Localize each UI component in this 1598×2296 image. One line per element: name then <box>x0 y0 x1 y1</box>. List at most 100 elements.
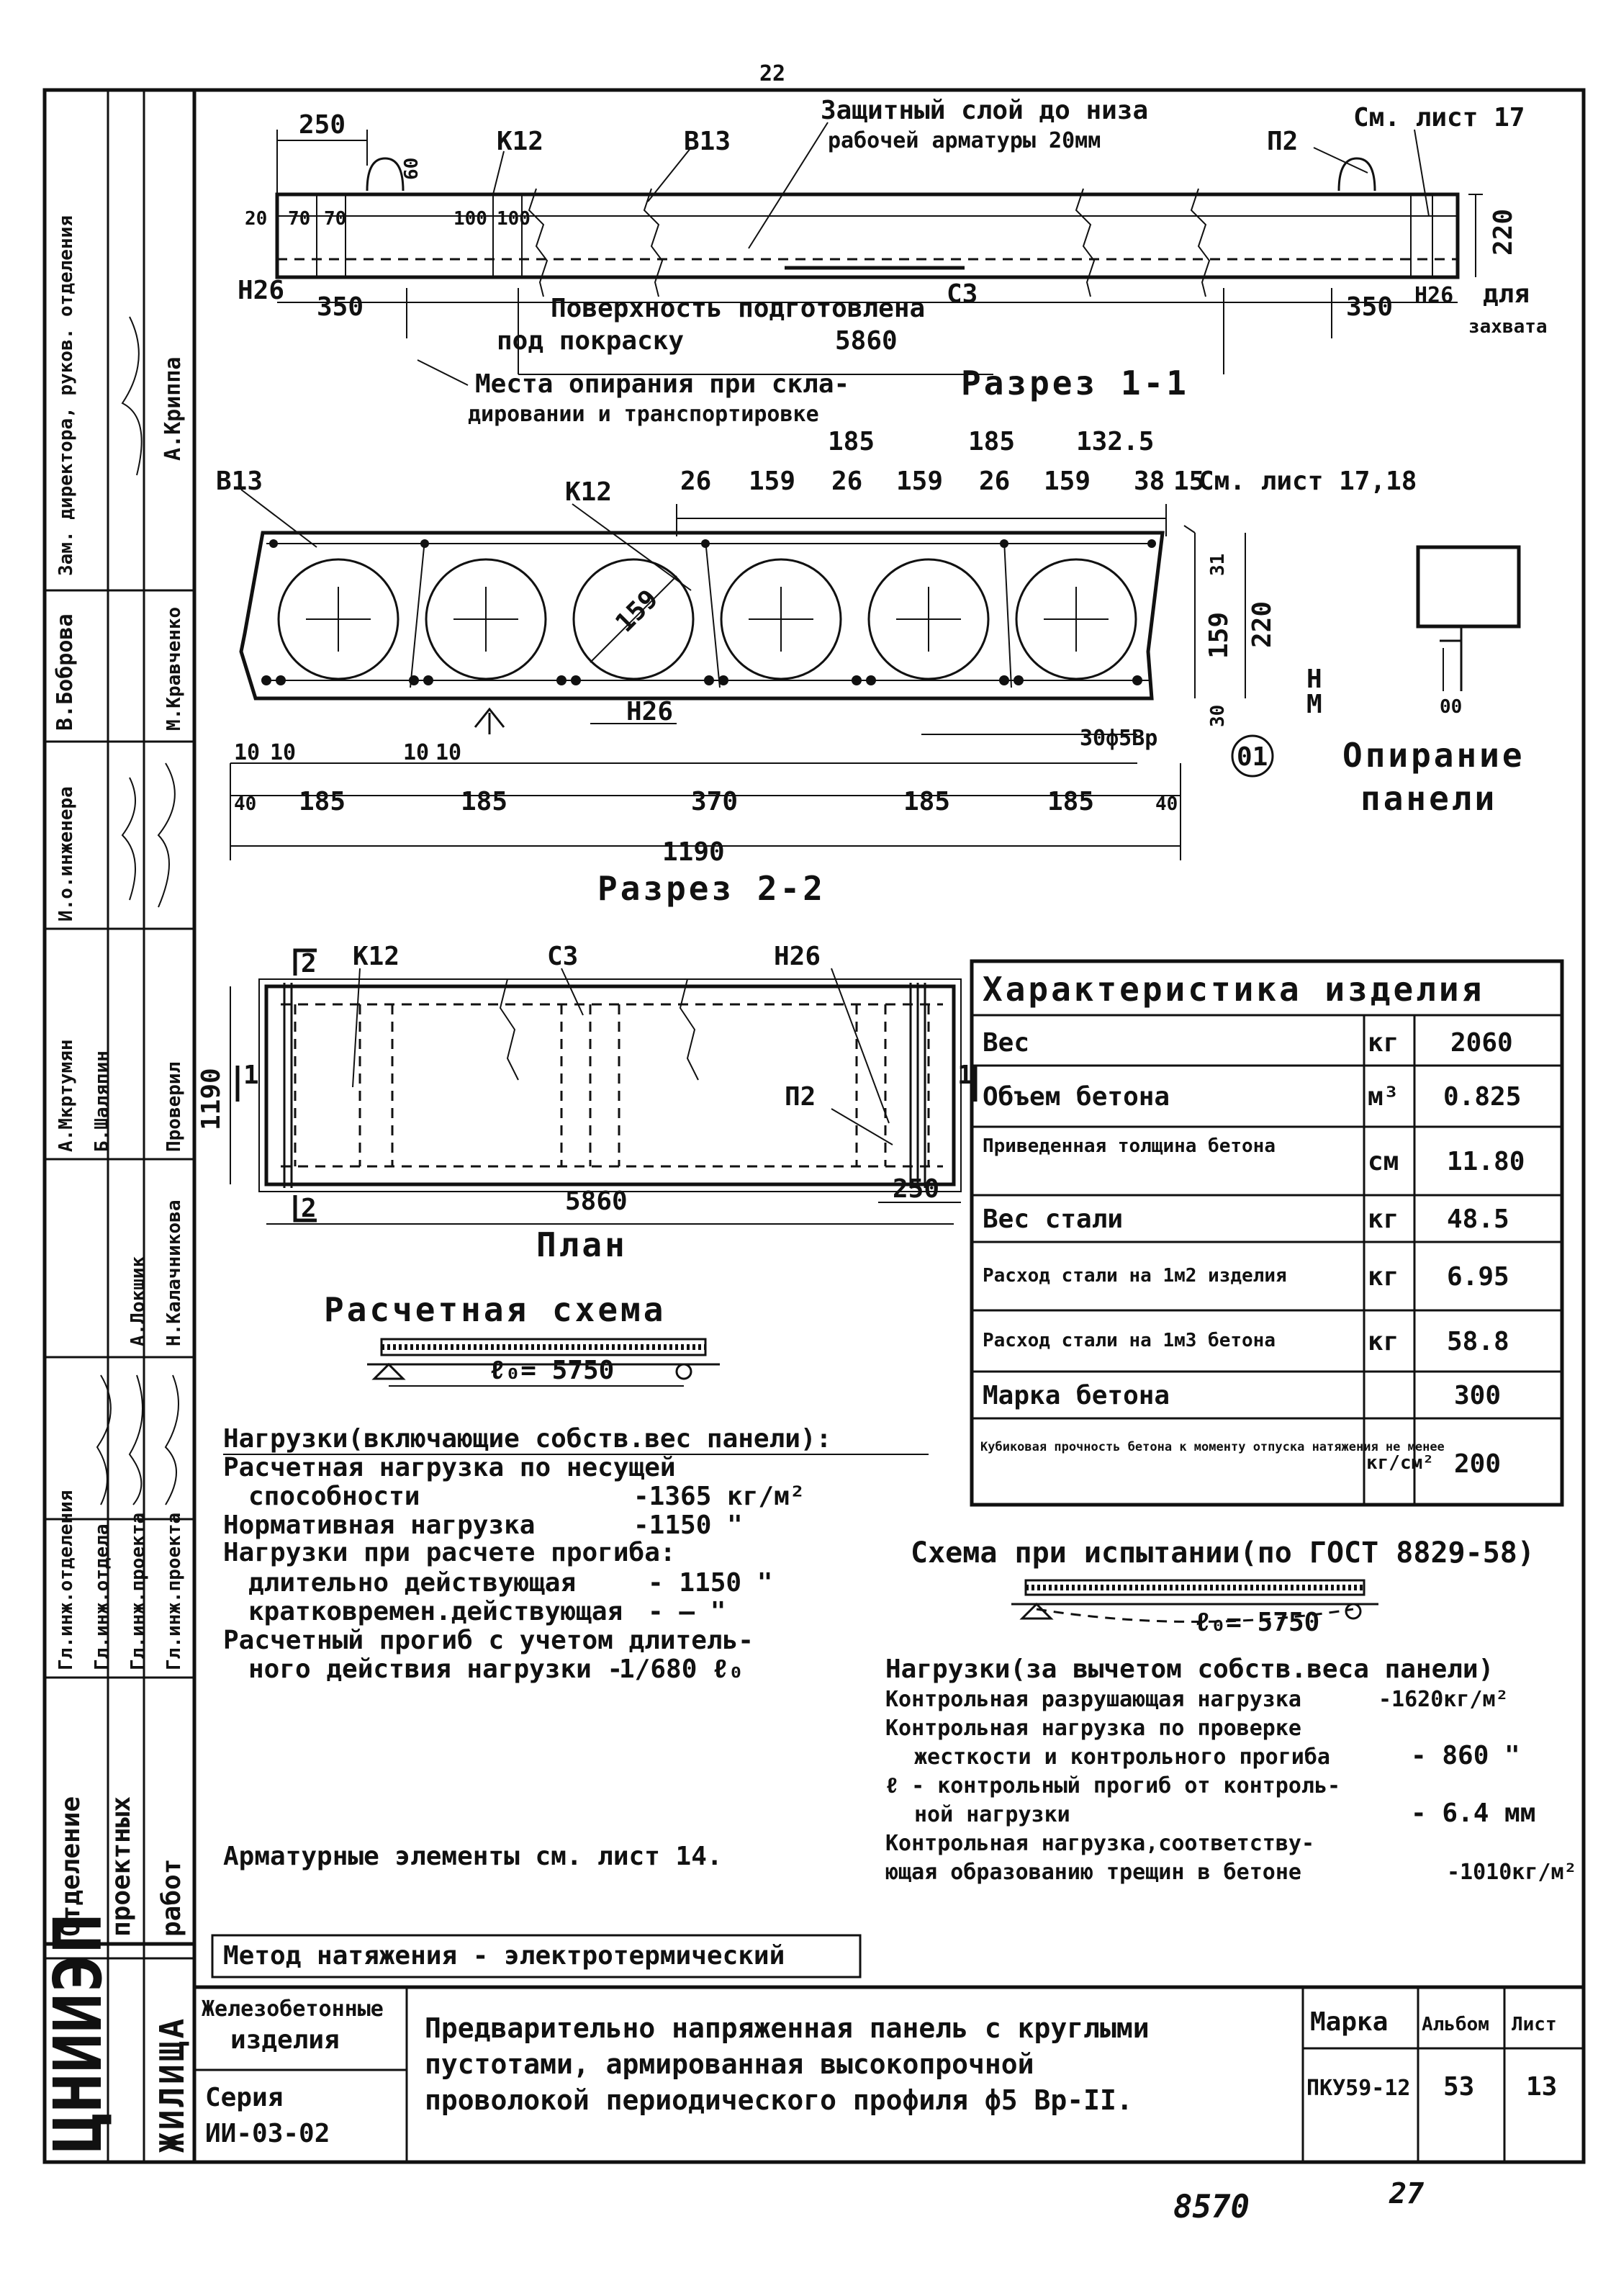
elev-n26-left: Н26 <box>238 276 284 305</box>
design-scheme-span: ℓ₀= 5750 <box>489 1356 614 1385</box>
plan-dim-250: 250 <box>893 1174 939 1204</box>
role-acting-engineer: И.о.инженера <box>55 786 77 922</box>
test-line-6: ющая образованию трещин в бетоне <box>885 1860 1301 1885</box>
char-row-5-value: 58.8 <box>1447 1327 1509 1356</box>
tb-description-1: Предварительно напряженная панель с круг… <box>425 2012 1150 2044</box>
char-row-2-value: 11.80 <box>1447 1147 1525 1176</box>
hollow-core-1 <box>277 558 400 680</box>
loads-line-7: ного действия нагрузки - <box>248 1655 623 1684</box>
plan-length-5860: 5860 <box>565 1187 628 1216</box>
plan-n26: Н26 <box>774 942 821 971</box>
cs-dim-26c: 26 <box>979 467 1010 496</box>
name-mkrtumyan: А.Мкртумян <box>55 1039 77 1152</box>
char-row-0-unit: кг <box>1368 1028 1399 1058</box>
support-title-1: Опирание <box>1342 736 1525 775</box>
cs-dim-40a: 40 <box>234 793 256 815</box>
cs-dim-185e: 185 <box>903 787 950 816</box>
elev-dim-250: 250 <box>299 110 346 140</box>
test-scheme-span: ℓ₀= 5750 <box>1195 1608 1319 1637</box>
cs-dim-26b: 26 <box>831 467 862 496</box>
tb-series-2: ИИ-03-02 <box>205 2119 330 2148</box>
char-row-3-unit: кг <box>1368 1205 1399 1234</box>
loads-value-1: -1365 кг/м² <box>633 1482 805 1511</box>
elev-n26-right: Н26 <box>1414 283 1453 308</box>
support-title-2: панели <box>1360 779 1497 818</box>
cs-see-sheets: См. лист 17,18 <box>1198 467 1417 496</box>
bottom-note-right: 27 <box>1389 2177 1424 2210</box>
cs-dim-1325: 132.5 <box>1076 427 1154 456</box>
cs-width-1190: 1190 <box>662 837 725 867</box>
role-checked: Проверил <box>163 1062 185 1152</box>
char-row-1-unit: м³ <box>1368 1082 1399 1112</box>
test-line-0: Контрольная разрушающая нагрузка <box>885 1687 1301 1712</box>
plan-k12: К12 <box>353 942 400 971</box>
page-top-mark: 22 <box>759 61 785 86</box>
char-row-1-value: 0.825 <box>1443 1082 1521 1112</box>
char-row-7-unit: кг/см² <box>1366 1452 1434 1474</box>
tb-description-2: пустотами, армированная высокопрочной <box>425 2048 1034 2080</box>
loads-line-3: Нагрузки при расчете прогиба: <box>223 1538 676 1567</box>
tb-album-value: 53 <box>1443 2072 1474 2102</box>
plan-c3: С3 <box>547 942 578 971</box>
cross-section-view <box>230 489 1274 860</box>
cs-dim-10d: 10 <box>435 740 461 765</box>
cs-dim-220-vert: 220 <box>1247 601 1277 648</box>
char-row-4-value: 6.95 <box>1447 1262 1509 1292</box>
char-row-0-value: 2060 <box>1450 1028 1513 1058</box>
cs-dim-30-vert: 30 <box>1207 705 1229 727</box>
test-value-2: - 860 " <box>1411 1741 1520 1770</box>
elev-b13: В13 <box>684 127 731 156</box>
char-row-7-name: Кубиковая прочность бетона к моменту отп… <box>980 1440 1445 1454</box>
cs-dim-185a: 185 <box>828 427 875 456</box>
test-scheme-beam <box>1011 1579 1378 1623</box>
cs-dim-159b: 159 <box>896 467 943 496</box>
role-chief-eng-div: Гл.инж.отдела <box>91 1524 113 1671</box>
role-chief-eng-dept: Гл.инж.отделения <box>55 1490 77 1670</box>
elev-surface-note-2: под покраску <box>497 326 684 356</box>
cs-dim-185d: 185 <box>461 787 507 816</box>
char-row-1-name: Объем бетона <box>983 1082 1170 1112</box>
elev-dim-70a: 70 <box>288 208 310 230</box>
elev-dim-100b: 100 <box>497 208 531 230</box>
plan-mark-1-left: 1 <box>243 1061 259 1090</box>
name-krippa: А.Криппа <box>161 357 186 462</box>
cs-h: Н <box>1306 665 1322 694</box>
hollow-core-2 <box>425 558 547 680</box>
test-value-0: -1620кг/м² <box>1378 1687 1509 1712</box>
plan-title: План <box>536 1225 628 1264</box>
cs-n26: Н26 <box>626 697 673 726</box>
loads-line-5: кратковремен.действующая <box>248 1597 623 1626</box>
cs-dim-38: 38 <box>1134 467 1165 496</box>
cs-dim-370: 370 <box>691 787 738 816</box>
loads-line-1: способности <box>248 1482 420 1511</box>
role-deputy-director: Зам. директора, руков. отделения <box>55 215 77 576</box>
cs-dim-31: 31 <box>1207 554 1229 576</box>
cs-dim-159a: 159 <box>749 467 795 496</box>
elev-length-5860: 5860 <box>835 326 898 356</box>
dept-line-2: проектных <box>107 1796 136 1937</box>
method-text: Метод натяжения - электротермический <box>223 1941 785 1971</box>
loads-value-5: - — " <box>648 1597 726 1626</box>
loads-value-4: - 1150 " <box>648 1568 772 1598</box>
loads-line-6: Расчетный прогиб с учетом длитель- <box>223 1626 754 1655</box>
char-row-3-name: Вес стали <box>983 1205 1123 1234</box>
characteristics-table <box>970 959 1564 1507</box>
support-dim-00: 00 <box>1440 696 1462 718</box>
test-scheme-title: Схема при испытании(по ГОСТ 8829-58) <box>911 1536 1535 1570</box>
test-line-5: Контрольная нагрузка,соответству- <box>885 1831 1314 1856</box>
bottom-note-left: 8570 <box>1173 2189 1250 2225</box>
plan-mark-1-right: 1 <box>957 1061 973 1090</box>
cs-dim-26a: 26 <box>680 467 711 496</box>
tb-mark-header: Марка <box>1310 2007 1388 2037</box>
tb-product-group-1: Железобетонные <box>202 1996 384 2022</box>
org-sub: ЖИЛИЩА <box>153 2016 191 2153</box>
detail-mark-circle <box>1231 734 1274 778</box>
hollow-core-4 <box>720 558 842 680</box>
role-chief-eng-project-2: Гл.инж.проекта <box>163 1513 185 1670</box>
elev-dim-220: 220 <box>1489 209 1518 256</box>
cs-dim-185b: 185 <box>968 427 1015 456</box>
char-row-2-name: Приведенная толщина бетона <box>983 1135 1276 1157</box>
plan-p2: П2 <box>785 1082 816 1112</box>
name-lokshik: А.Локшик <box>127 1256 149 1346</box>
